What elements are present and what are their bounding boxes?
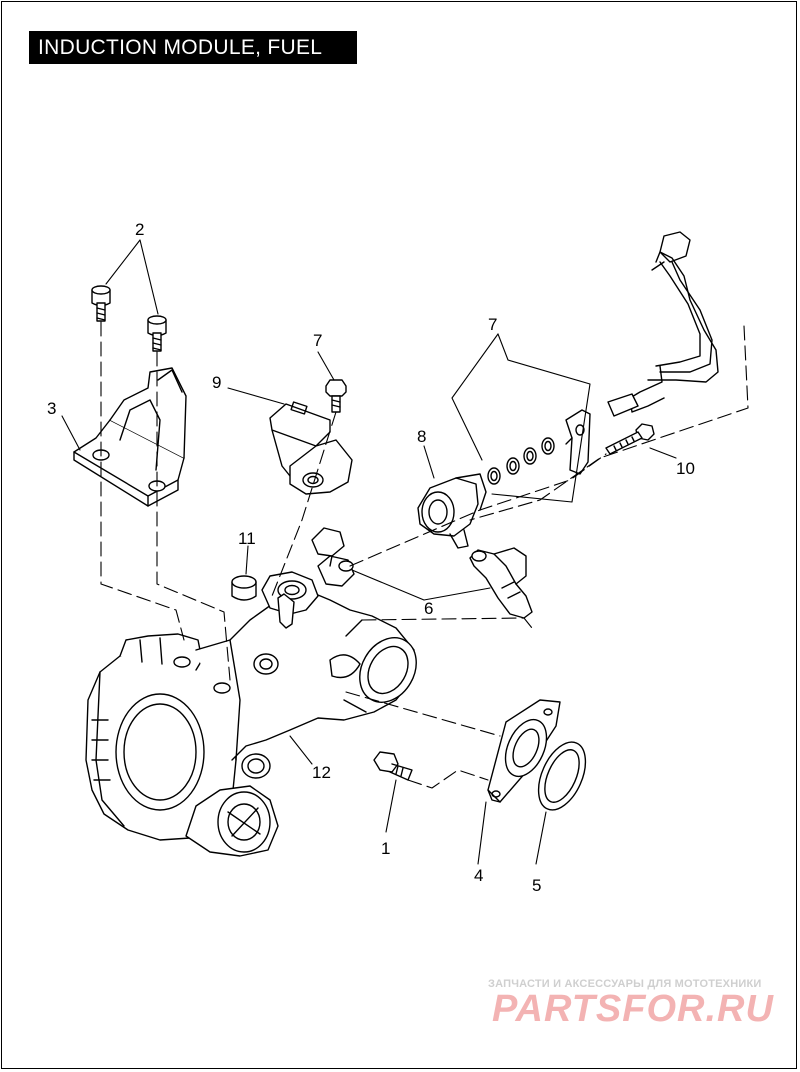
callout-9: 9 [212, 373, 221, 392]
part-6-injector-lower [469, 547, 533, 619]
part-8-fuel-fitting [417, 473, 487, 549]
callout-7-left: 7 [313, 331, 322, 350]
page-title: INDUCTION MODULE, FUEL [29, 31, 357, 64]
part-2-screw-left [91, 285, 111, 322]
part-10-screw [605, 423, 655, 455]
callout-8: 8 [417, 427, 426, 446]
part-2-screw-right [147, 315, 167, 352]
callout-11: 11 [238, 529, 256, 548]
part-7-o-rings [487, 437, 555, 485]
part-10-fuel-line [607, 231, 719, 417]
part-11-cap [231, 575, 257, 601]
callout-1: 1 [381, 839, 390, 858]
callout-7-right: 7 [488, 315, 497, 334]
callout-5: 5 [532, 876, 541, 895]
leader-lines [61, 239, 677, 865]
callout-3: 3 [47, 399, 56, 418]
callout-4: 4 [474, 866, 483, 885]
part-1-screw [373, 751, 413, 781]
part-5-seal [537, 741, 587, 811]
watermark-logo: PARTSFOR.RU [492, 988, 774, 1030]
part-7-screw-left [325, 379, 347, 413]
callout-labels: 2 3 9 7 7 8 11 10 6 12 1 4 5 [47, 220, 695, 895]
callout-12: 12 [312, 763, 331, 782]
part-4-flange [487, 699, 561, 803]
part-9-map-sensor [269, 401, 353, 495]
part-6-injector-upper [311, 527, 355, 587]
part-12-induction-module [85, 571, 417, 857]
callout-6: 6 [424, 599, 433, 618]
callout-2: 2 [135, 220, 144, 239]
callout-10: 10 [676, 459, 695, 478]
part-3-bracket [73, 367, 187, 507]
watermark-tagline: ЗАПЧАСТИ И АКСЕССУАРЫ ДЛЯ МОТОТЕХНИКИ [488, 978, 762, 990]
assembly-lines [100, 321, 749, 789]
